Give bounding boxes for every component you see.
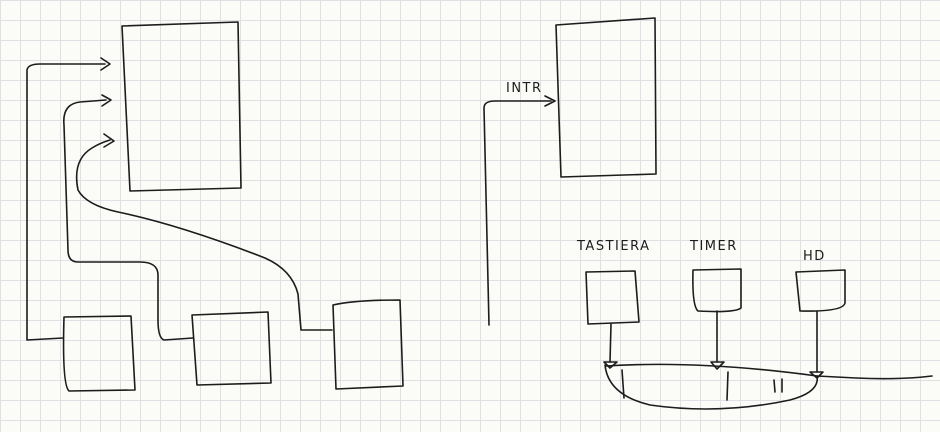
device-box-2 xyxy=(191,311,272,386)
left-diagram xyxy=(26,21,404,392)
arrow-head-1 xyxy=(100,57,111,71)
keyboard-connector xyxy=(609,323,612,363)
wire-device2-to-cpu xyxy=(63,99,194,341)
bus-upper-edge xyxy=(605,363,818,377)
intr-label: INTR xyxy=(506,81,543,96)
device-box-3 xyxy=(332,299,404,390)
timer-label: TIMER xyxy=(689,239,738,254)
wire-device1-to-cpu xyxy=(26,63,106,341)
device-box-1 xyxy=(62,315,136,392)
interrupt-bus xyxy=(604,364,933,410)
keyboard-box xyxy=(585,270,640,325)
interrupt-line xyxy=(483,100,552,326)
right-diagram: INTR TASTIERA TIMER HD xyxy=(483,17,933,410)
cpu-box-left xyxy=(121,21,242,192)
arrow-head-2 xyxy=(101,94,112,107)
cpu-box-right xyxy=(555,17,657,178)
keyboard-label: TASTIERA xyxy=(576,239,650,254)
hd-label: HD xyxy=(803,249,826,264)
interrupt-arrow-head xyxy=(544,95,556,107)
arrow-head-3 xyxy=(103,133,115,148)
hd-box xyxy=(795,269,846,312)
wire-device3-to-cpu xyxy=(75,139,333,331)
bus-marks xyxy=(621,369,783,401)
timer-box xyxy=(692,268,742,313)
